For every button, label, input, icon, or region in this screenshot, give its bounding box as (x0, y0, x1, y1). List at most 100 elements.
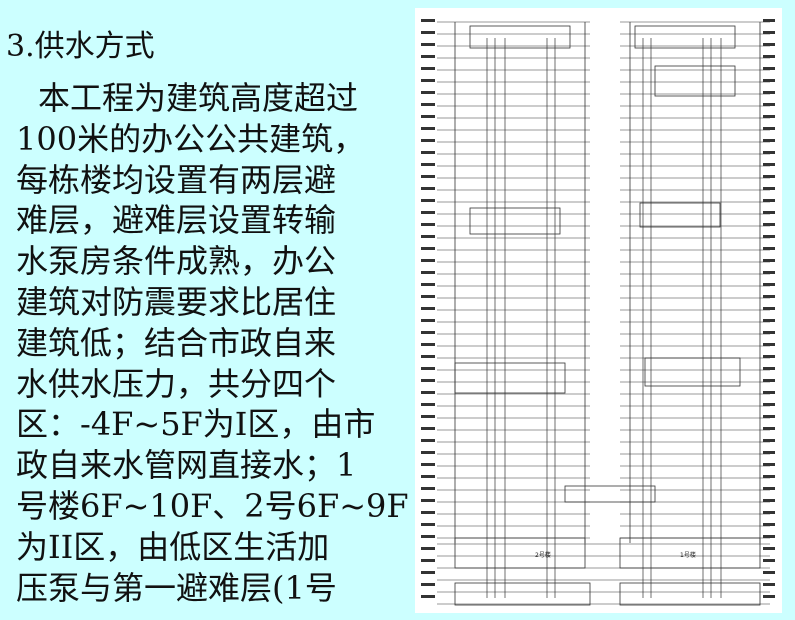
floor-tag (421, 559, 435, 562)
floor-tag (763, 259, 775, 262)
floor-tag (421, 283, 435, 286)
equipment-block (619, 582, 761, 606)
floor-tag (763, 19, 775, 22)
equipment-block (454, 537, 586, 569)
floor-tag (763, 127, 775, 130)
floor-tag (421, 127, 435, 130)
floor-tag (421, 187, 435, 190)
floor-tag (421, 427, 435, 430)
floor-tag (421, 151, 435, 154)
equipment-block (619, 537, 761, 569)
floor-tag (421, 199, 435, 202)
floor-tag (763, 79, 775, 82)
floor-tag (763, 211, 775, 214)
paragraph-line: 难层，避难层设置转输 (16, 201, 337, 240)
riser-diagram-svg: 2号楼 1号楼 (421, 19, 775, 606)
floor-tag (763, 139, 775, 142)
floor-tag (763, 511, 775, 514)
floor-lines (437, 21, 770, 605)
floor-tag (763, 223, 775, 226)
floor-tag (421, 451, 435, 454)
floor-tag (421, 43, 435, 46)
floor-tag (763, 319, 775, 322)
equipment-block (634, 25, 736, 49)
floor-tag (421, 583, 435, 586)
floor-tag (763, 343, 775, 346)
floor-tag (763, 67, 775, 70)
floor-tag (763, 235, 775, 238)
floor-tag (421, 259, 435, 262)
equipment-block (654, 65, 736, 97)
floor-tag (421, 595, 435, 598)
floor-tag (763, 367, 775, 370)
floor-tag (421, 211, 435, 214)
floor-tag (421, 55, 435, 58)
floor-tag (763, 391, 775, 394)
floor-tag (763, 331, 775, 334)
floor-tag (421, 319, 435, 322)
floor-tag (763, 547, 775, 550)
floor-tag (421, 379, 435, 382)
floor-tag (763, 439, 775, 442)
floor-tag (421, 487, 435, 490)
floor-tag (421, 511, 435, 514)
floor-tag (763, 463, 775, 466)
floor-tag (421, 355, 435, 358)
floor-tag (763, 583, 775, 586)
paragraph-line: 水泵房条件成熟，办公 (16, 242, 337, 281)
floor-tag (763, 535, 775, 538)
paragraph-line: 水供水压力，共分四个 (16, 364, 337, 403)
text-panel: 3.供水方式 本工程为建筑高度超过 100米的办公公共建筑， 每栋楼均设置有两层… (6, 29, 409, 608)
floor-tag (421, 175, 435, 178)
paragraph-line: 本工程为建筑高度超过 (38, 79, 359, 117)
floor-tag (763, 295, 775, 298)
equipment-block (469, 207, 561, 235)
paragraph-line: 政自来水管网直接水；1 (16, 446, 357, 485)
floor-tags (421, 19, 775, 598)
floor-tag (421, 295, 435, 298)
floor-tag (763, 451, 775, 454)
floor-tag (763, 355, 775, 358)
floor-tag (763, 307, 775, 310)
floor-tag (421, 439, 435, 442)
paragraph-line: 区：-4F~5F为I区，由市 (16, 405, 376, 444)
floor-tag (421, 163, 435, 166)
floor-tag (421, 523, 435, 526)
floor-tag (763, 199, 775, 202)
floor-tag (763, 103, 775, 106)
section-heading: 3.供水方式 (6, 29, 155, 64)
floor-tag (421, 91, 435, 94)
floor-tag (763, 403, 775, 406)
floor-tag (421, 67, 435, 70)
floor-tag (763, 91, 775, 94)
floor-tag (421, 103, 435, 106)
equipment-block (564, 485, 656, 503)
equipment-block (644, 357, 741, 387)
tower-label-right: 1号楼 (680, 551, 696, 559)
paragraph-line: 每栋楼均设置有两层避 (16, 160, 337, 199)
floor-tag (763, 415, 775, 418)
floor-tag (421, 391, 435, 394)
floor-tag (421, 235, 435, 238)
floor-tag (421, 79, 435, 82)
equipment-block (469, 25, 571, 49)
floor-tag (421, 19, 435, 22)
floor-tag (763, 523, 775, 526)
floor-tag (763, 571, 775, 574)
floor-tag (421, 463, 435, 466)
floor-tag (421, 547, 435, 550)
floor-tag (421, 307, 435, 310)
paragraph-line: 为II区，由低区生活加 (16, 527, 330, 566)
floor-tag (421, 247, 435, 250)
floor-tag (763, 151, 775, 154)
floor-tag (763, 175, 775, 178)
floor-tag (421, 223, 435, 226)
floor-tag (421, 139, 435, 142)
equipment-blocks (454, 25, 761, 606)
floor-tag (763, 115, 775, 118)
floor-tag (763, 187, 775, 190)
paragraph-line: 100米的办公公共建筑， (16, 119, 366, 158)
floor-tag (763, 247, 775, 250)
equipment-block (454, 362, 566, 394)
body-paragraph: 本工程为建筑高度超过 100米的办公公共建筑， 每栋楼均设置有两层避 难层，避难… (16, 78, 409, 608)
